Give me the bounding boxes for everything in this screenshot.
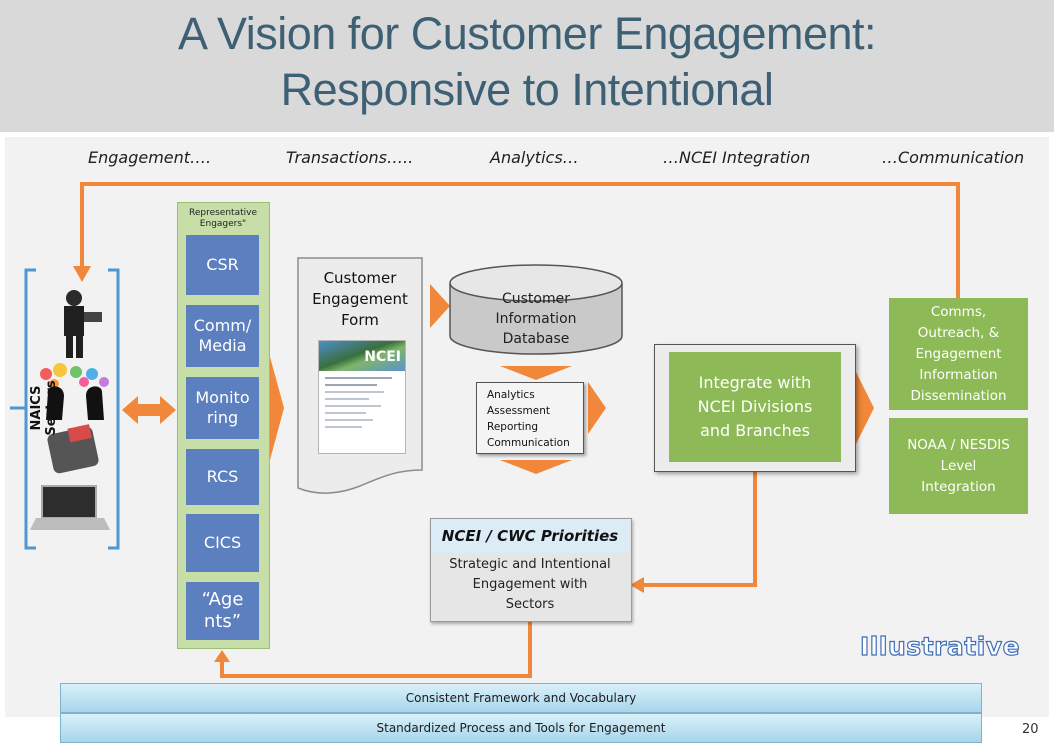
- engager-monitoring-line-1: Monito: [195, 388, 250, 407]
- framework-bar-label: Consistent Framework and Vocabulary: [405, 691, 637, 705]
- engager-monitoring: Monito ring: [186, 377, 259, 439]
- slide-title-line-2: Responsive to Intentional: [280, 64, 774, 115]
- priorities-to-engagers-arrow: [220, 620, 532, 678]
- process-bar-label: Standardized Process and Tools for Engag…: [376, 721, 666, 735]
- engager-agents-line-1: “Age: [201, 589, 244, 610]
- illustrative-label: Illustrative: [859, 631, 1021, 661]
- engager-agents-line-2: nts”: [203, 611, 242, 632]
- database-to-analytics-chevron: [500, 366, 572, 380]
- phase-analytics: Analytics…: [490, 148, 579, 167]
- form-title-line-2: Engagement: [312, 289, 408, 308]
- feedback-loop-arrowhead: [73, 266, 91, 282]
- analytics-line-3: Reporting: [487, 421, 539, 433]
- sectors-engagers-double-arrow: [122, 396, 176, 424]
- laptop-icon: [30, 485, 110, 530]
- engager-comm-media-line-1: Comm/: [193, 316, 252, 335]
- database-label-line-1: Customer: [501, 291, 570, 307]
- engager-csr-label: CSR: [206, 255, 239, 274]
- noaa-box: NOAA / NESDIS Level Integration: [889, 418, 1028, 514]
- page-number: 20: [1022, 722, 1039, 737]
- priorities-header-text: NCEI / CWC Priorities: [441, 527, 619, 545]
- engagers-title-line-1: Representative: [188, 208, 257, 218]
- engager-rcs: RCS: [186, 449, 259, 505]
- engager-csr: CSR: [186, 235, 259, 295]
- integrate-to-priorities-arrowhead: [630, 577, 644, 593]
- comms-line-4: Information: [919, 366, 998, 383]
- feedback-loop-arrow: [80, 182, 960, 298]
- business-person-icon: [64, 290, 102, 358]
- integrate-box: Integrate with NCEI Divisions and Branch…: [669, 352, 841, 462]
- engager-comm-media-line-2: Media: [198, 336, 247, 355]
- noaa-line-1: NOAA / NESDIS: [907, 436, 1010, 453]
- engager-monitoring-line-2: ring: [206, 408, 239, 427]
- priorities-line-3: Sectors: [505, 597, 555, 612]
- integrate-to-comms-chevron: [854, 368, 874, 448]
- comms-line-3: Engagement: [915, 345, 1002, 362]
- form-thumbnail: NCEI: [318, 340, 406, 454]
- phase-ncei-integration: …NCEI Integration: [663, 148, 811, 167]
- priorities-body: Strategic and Intentional Engagement wit…: [431, 554, 629, 616]
- ncei-logo: NCEI: [364, 349, 401, 365]
- integrate-line-3: and Branches: [700, 421, 810, 440]
- analytics-line-4: Communication: [487, 437, 570, 449]
- engager-agents: “Age nts”: [186, 582, 259, 640]
- engagers-title-line-2: Engagers": [199, 219, 247, 229]
- database-label-line-3: Database: [502, 331, 570, 347]
- engagers-title: Representative Engagers": [177, 206, 269, 232]
- speech-bubbles-icon: [40, 363, 109, 420]
- engager-comm-media: Comm/ Media: [186, 305, 259, 367]
- phase-engagement: Engagement….: [88, 148, 212, 167]
- comms-line-5: Dissemination: [910, 387, 1007, 404]
- phase-communication: …Communication: [882, 148, 1025, 167]
- form-thumbnail-banner: NCEI: [319, 341, 405, 371]
- database-cylinder: [449, 264, 623, 355]
- form-to-database-chevron: [430, 284, 450, 328]
- form-title: Customer Engagement Form: [300, 266, 420, 332]
- form-thumbnail-lines: [325, 377, 399, 428]
- phase-transactions: Transactions…..: [286, 148, 414, 167]
- engager-cics: CICS: [186, 514, 259, 572]
- integrate-line-1: Integrate with: [698, 373, 812, 392]
- framework-bar: Consistent Framework and Vocabulary: [60, 683, 982, 713]
- analytics-to-integrate-chevron: [588, 382, 606, 434]
- comms-box: Comms, Outreach, & Engagement Informatio…: [889, 298, 1028, 410]
- noaa-line-2: Level: [940, 457, 977, 474]
- priorities-line-1: Strategic and Intentional: [449, 557, 611, 572]
- comms-line-2: Outreach, &: [917, 324, 1000, 341]
- priorities-header: NCEI / CWC Priorities: [431, 519, 629, 553]
- form-title-line-3: Form: [341, 310, 379, 329]
- analytics-box: Analytics Assessment Reporting Communica…: [476, 382, 584, 454]
- engager-cics-label: CICS: [203, 533, 242, 552]
- slide-title-line-1: A Vision for Customer Engagement:: [177, 8, 877, 59]
- title-band: A Vision for Customer Engagement: Respon…: [0, 0, 1054, 132]
- priorities-line-2: Engagement with: [472, 577, 588, 592]
- integrate-line-2: NCEI Divisions: [697, 397, 813, 416]
- mobile-phone-icon: [47, 424, 99, 474]
- database-label-line-2: Information: [495, 311, 577, 327]
- database-label: Customer Information Database: [458, 288, 614, 350]
- form-title-line-1: Customer: [323, 268, 397, 287]
- analytics-down-chevron: [500, 460, 572, 474]
- process-bar: Standardized Process and Tools for Engag…: [60, 713, 982, 743]
- analytics-line-2: Assessment: [487, 405, 550, 417]
- engager-rcs-label: RCS: [206, 467, 239, 486]
- analytics-line-1: Analytics: [487, 389, 535, 401]
- naics-sectors-label: NAICS Sectors: [29, 380, 59, 436]
- sector-bracket-right: [108, 268, 120, 550]
- integrate-to-priorities-arrow: [640, 470, 757, 587]
- noaa-line-3: Integration: [921, 478, 996, 495]
- priorities-to-engagers-arrowhead: [214, 650, 230, 662]
- comms-line-1: Comms,: [930, 303, 987, 320]
